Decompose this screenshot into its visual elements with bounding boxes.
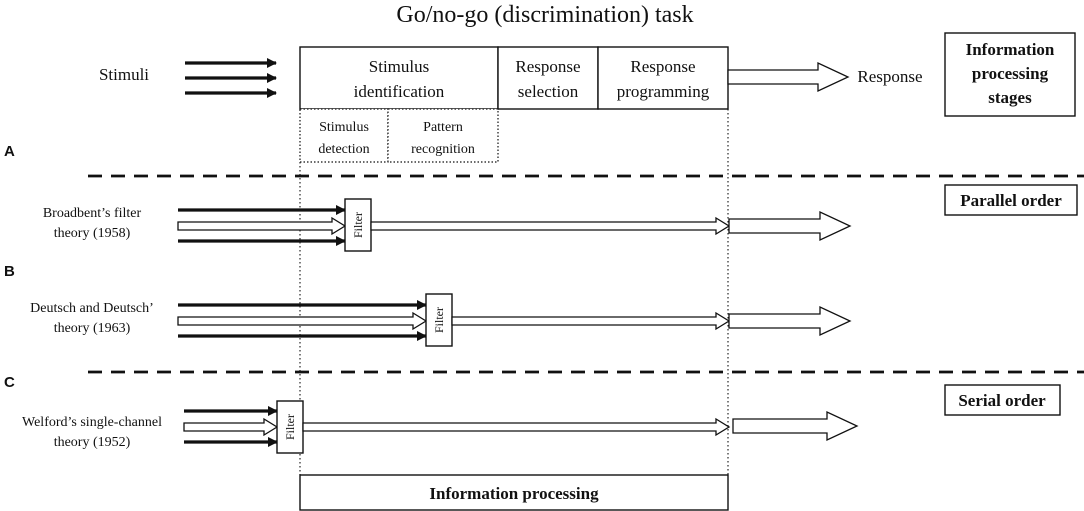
svg-text:processing: processing xyxy=(972,64,1049,83)
parallel-order-box: Parallel order xyxy=(944,184,1078,216)
diagram-title: Go/no-go (discrimination) task xyxy=(396,2,693,28)
substage-pattern-recognition: Pattern recognition xyxy=(387,108,499,163)
svg-text:Filter: Filter xyxy=(351,212,365,238)
substage-stimulus-detection: Stimulus detection xyxy=(299,108,389,163)
stage-stimulus-identification: Stimulus identification xyxy=(299,46,499,110)
svg-text:Information processing: Information processing xyxy=(429,484,599,503)
panel-letter-c: C xyxy=(4,374,15,391)
svg-text:Broadbent’s filter: Broadbent’s filter xyxy=(43,206,142,221)
response-arrow xyxy=(727,61,850,93)
row-deutsch: Deutsch and Deutsch’ theory (1963) Filte… xyxy=(30,293,852,347)
information-processing-stages-box: Information processing stages xyxy=(944,32,1076,117)
information-processing-box: Information processing xyxy=(299,474,729,511)
svg-text:stages: stages xyxy=(988,88,1032,107)
svg-text:Pattern: Pattern xyxy=(423,120,463,135)
svg-text:Stimulus: Stimulus xyxy=(319,120,369,135)
row-broadbent: Broadbent’s filter theory (1958) Filter xyxy=(43,198,852,252)
response-label: Response xyxy=(857,67,922,86)
svg-text:selection: selection xyxy=(518,82,579,101)
svg-text:recognition: recognition xyxy=(411,142,475,157)
panel-letter-a: A xyxy=(4,143,15,160)
svg-text:detection: detection xyxy=(318,142,369,157)
row-welford: Welford’s single-channel theory (1952) F… xyxy=(22,400,859,454)
svg-text:Information: Information xyxy=(966,40,1055,59)
svg-text:Filter: Filter xyxy=(283,414,297,440)
stage-response-selection: Response selection xyxy=(497,46,599,110)
panel-letter-b: B xyxy=(4,263,15,280)
svg-text:Response: Response xyxy=(515,57,580,76)
stimuli-label: Stimuli xyxy=(99,65,149,84)
svg-text:identification: identification xyxy=(354,82,445,101)
svg-text:Response: Response xyxy=(630,57,695,76)
svg-text:Filter: Filter xyxy=(432,307,446,333)
svg-text:theory (1958): theory (1958) xyxy=(54,226,131,241)
svg-text:theory (1963): theory (1963) xyxy=(54,321,131,336)
serial-order-box: Serial order xyxy=(944,384,1061,416)
svg-text:theory (1952): theory (1952) xyxy=(54,435,131,450)
svg-text:Welford’s single-channel: Welford’s single-channel xyxy=(22,415,162,430)
svg-text:Deutsch and Deutsch’: Deutsch and Deutsch’ xyxy=(30,301,154,316)
stage-response-programming: Response programming xyxy=(597,46,729,110)
svg-text:Serial order: Serial order xyxy=(958,391,1046,410)
svg-text:programming: programming xyxy=(617,82,710,101)
svg-text:Parallel order: Parallel order xyxy=(960,191,1062,210)
svg-text:Stimulus: Stimulus xyxy=(369,57,429,76)
